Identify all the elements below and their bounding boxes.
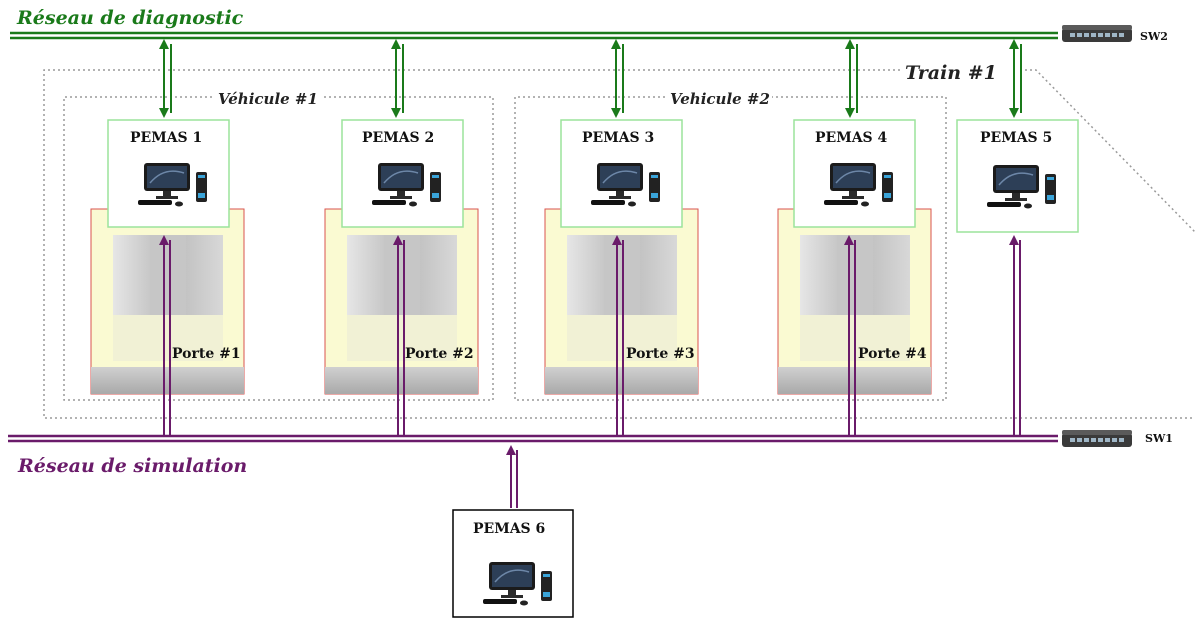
door-2: [324, 208, 479, 395]
pemas-5[interactable]: [956, 119, 1079, 233]
pemas-2[interactable]: [341, 119, 464, 228]
pemas-4-label: PEMAS 4: [815, 130, 888, 146]
door-3: [544, 208, 699, 395]
vehicle-1-label: Véhicule #1: [218, 90, 318, 108]
sw1-label: SW1: [1145, 432, 1173, 445]
sw2-label: SW2: [1140, 30, 1168, 43]
pemas-6-label: PEMAS 6: [473, 521, 545, 537]
switch-sw1: [1062, 430, 1132, 447]
pemas-2-label: PEMAS 2: [362, 130, 434, 146]
vehicle-1-frame: [63, 96, 494, 401]
diagnostic-bus: [10, 31, 1058, 40]
pemas-5-label: PEMAS 5: [980, 130, 1052, 146]
vehicle-2-label: Vehicule #2: [670, 90, 770, 108]
simulation-link-6: [506, 445, 518, 508]
pemas-3[interactable]: [560, 119, 683, 228]
door-1: [90, 208, 245, 395]
switch-sw2: [1062, 25, 1132, 42]
door-3-label: Porte #3: [626, 346, 695, 362]
simulation-link-5: [1009, 235, 1021, 436]
simulation-bus: [8, 434, 1058, 443]
diagnostic-link-3: [611, 39, 624, 118]
pemas-1-label: PEMAS 1: [130, 130, 202, 146]
door-4-label: Porte #4: [858, 346, 927, 362]
diagnostic-link-2: [391, 39, 404, 118]
train-frame: [1020, 69, 1195, 233]
pemas-3-label: PEMAS 3: [582, 130, 654, 146]
door-1-label: Porte #1: [172, 346, 241, 362]
vehicle-2-frame: [514, 96, 947, 401]
simulation-link-3: [612, 235, 624, 436]
simulation-link-4: [844, 235, 856, 436]
diagnostic-link-1: [159, 39, 172, 118]
train-frame: [43, 69, 1195, 419]
simulation-link-2: [393, 235, 405, 436]
simulation-network-label: Réseau de simulation: [17, 455, 247, 477]
pemas-1[interactable]: [107, 119, 230, 228]
simulation-link-1: [159, 235, 171, 436]
diagnostic-network-label: Réseau de diagnostic: [16, 7, 244, 29]
pemas-4[interactable]: [793, 119, 916, 228]
train-label: Train #1: [905, 62, 997, 84]
pemas-6[interactable]: [452, 509, 574, 618]
door-2-label: Porte #2: [405, 346, 474, 362]
diagnostic-link-4: [845, 39, 858, 118]
diagnostic-link-5: [1009, 39, 1022, 118]
